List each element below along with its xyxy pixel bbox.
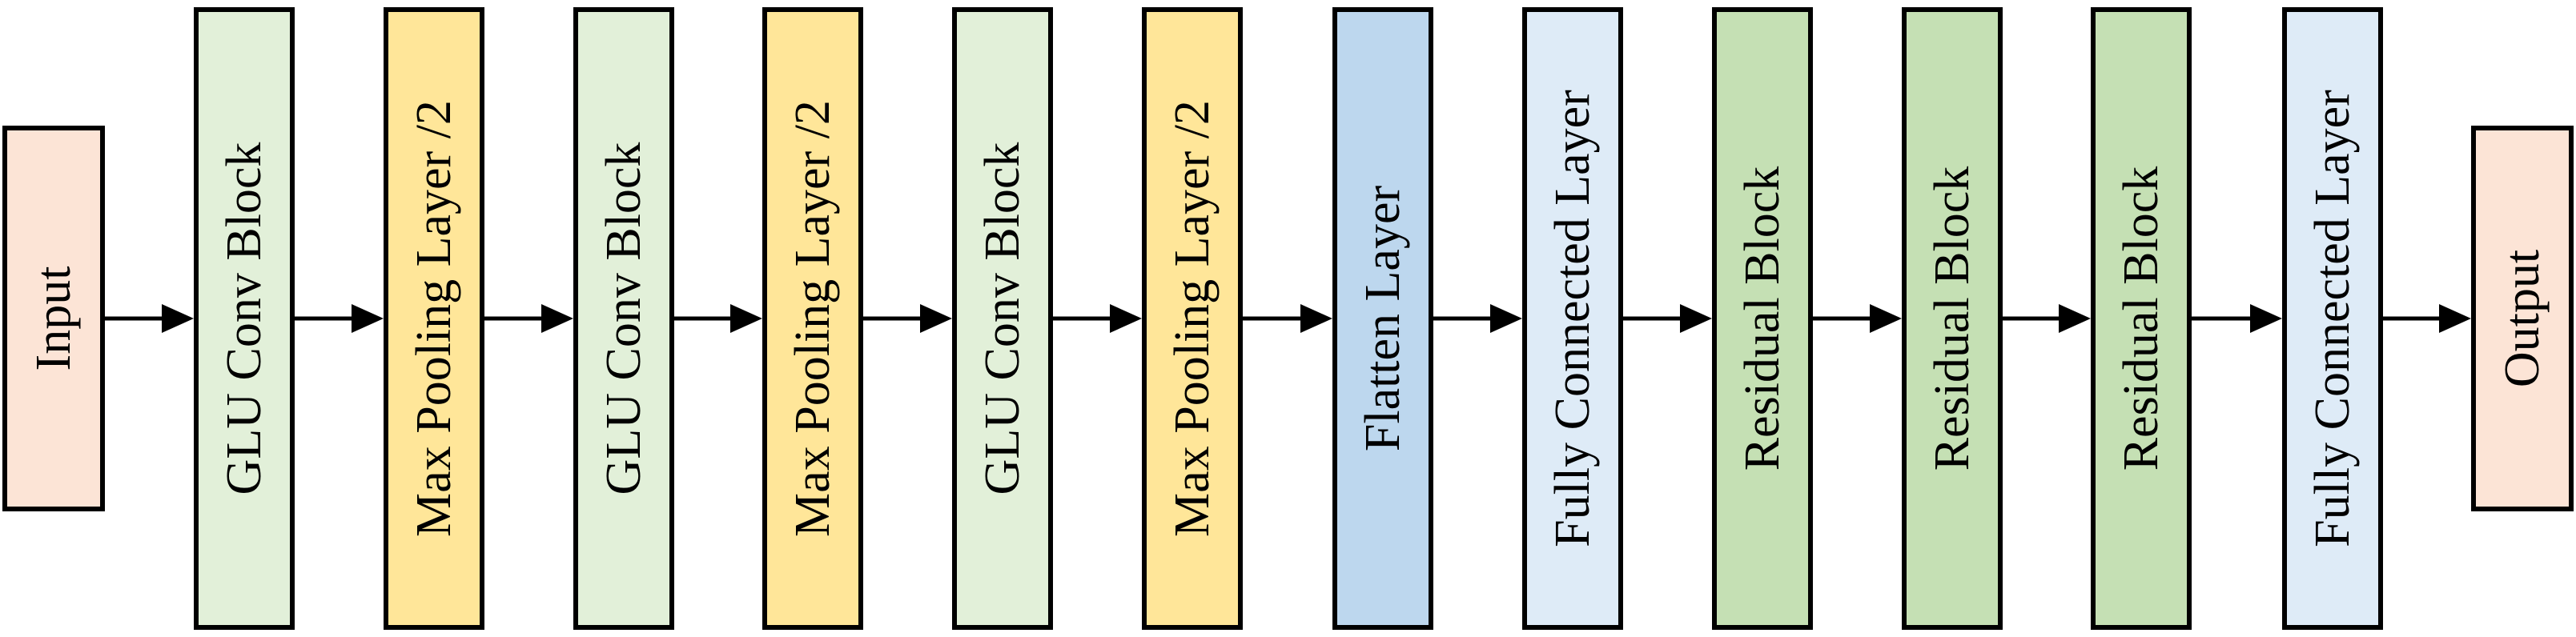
block-fc2: Fully Connected Layer	[2282, 7, 2383, 630]
block-input: Input	[2, 126, 105, 511]
block-box	[384, 7, 484, 630]
block-box	[1712, 7, 1813, 630]
block-box	[762, 7, 863, 630]
arrow-flatten-to-fc1	[1433, 304, 1522, 333]
arrow-head	[541, 304, 573, 333]
arrow-input-to-glu1	[105, 304, 194, 333]
block-label: Fully Connected Layer	[2305, 90, 2360, 547]
block-label: Max Pooling Layer /2	[407, 100, 461, 537]
arrow-head	[920, 304, 952, 333]
block-pool3: Max Pooling Layer /2	[1142, 7, 1243, 630]
block-label: GLU Conv Block	[217, 142, 271, 495]
arrow-head	[352, 304, 384, 333]
arrow-head	[2059, 304, 2091, 333]
edges-layer	[105, 304, 2471, 333]
arrow-head	[1300, 304, 1332, 333]
arrow-glu3-to-pool3	[1053, 304, 1142, 333]
block-label: Flatten Layer	[1356, 186, 1410, 452]
arrow-head	[2250, 304, 2282, 333]
block-box	[1522, 7, 1623, 630]
block-glu3: GLU Conv Block	[952, 7, 1053, 630]
blocks-layer: Input GLU Conv Block Max Pooling Layer /2 G…	[2, 7, 2574, 630]
block-res2: Residual Block	[1902, 7, 2003, 630]
block-box	[573, 7, 674, 630]
block-label: Residual Block	[2114, 166, 2168, 471]
block-box	[2, 126, 105, 511]
block-res3: Residual Block	[2091, 7, 2192, 630]
block-box	[1332, 7, 1433, 630]
block-fc1: Fully Connected Layer	[1522, 7, 1623, 630]
block-label: GLU Conv Block	[975, 142, 1030, 495]
block-glu2: GLU Conv Block	[573, 7, 674, 630]
arrow-head	[1490, 304, 1522, 333]
arrow-pool2-to-glu3	[863, 304, 952, 333]
block-label: Residual Block	[1925, 166, 1979, 471]
block-box	[1902, 7, 2003, 630]
block-box	[2471, 126, 2574, 511]
arrow-glu2-to-pool2	[674, 304, 762, 333]
block-box	[952, 7, 1053, 630]
block-pool1: Max Pooling Layer /2	[384, 7, 484, 630]
arrow-res2-to-res3	[2003, 304, 2091, 333]
block-flatten: Flatten Layer	[1332, 7, 1433, 630]
arrow-pool3-to-flatten	[1243, 304, 1332, 333]
arrow-pool1-to-glu2	[484, 304, 573, 333]
block-label: Max Pooling Layer /2	[786, 100, 840, 537]
arrow-res3-to-fc2	[2192, 304, 2282, 333]
arrow-head	[1110, 304, 1142, 333]
block-glu1: GLU Conv Block	[194, 7, 295, 630]
arrow-head	[162, 304, 194, 333]
block-res1: Residual Block	[1712, 7, 1813, 630]
block-box	[2282, 7, 2383, 630]
block-label: Max Pooling Layer /2	[1165, 100, 1220, 537]
block-label: GLU Conv Block	[597, 142, 651, 495]
block-label: Output	[2495, 250, 2550, 387]
block-label: Residual Block	[1735, 166, 1790, 471]
block-pool2: Max Pooling Layer /2	[762, 7, 863, 630]
arrow-head	[1870, 304, 1902, 333]
arrow-fc1-to-res1	[1623, 304, 1712, 333]
block-output: Output	[2471, 126, 2574, 511]
block-box	[1142, 7, 1243, 630]
block-box	[2091, 7, 2192, 630]
arrow-head	[730, 304, 762, 333]
block-label: Fully Connected Layer	[1545, 90, 1600, 547]
block-label: Input	[26, 266, 81, 371]
arrow-fc2-to-output	[2383, 304, 2471, 333]
arrow-glu1-to-pool1	[295, 304, 384, 333]
arrow-res1-to-res2	[1813, 304, 1902, 333]
arrow-head	[2439, 304, 2471, 333]
arrow-head	[1680, 304, 1712, 333]
block-box	[194, 7, 295, 630]
